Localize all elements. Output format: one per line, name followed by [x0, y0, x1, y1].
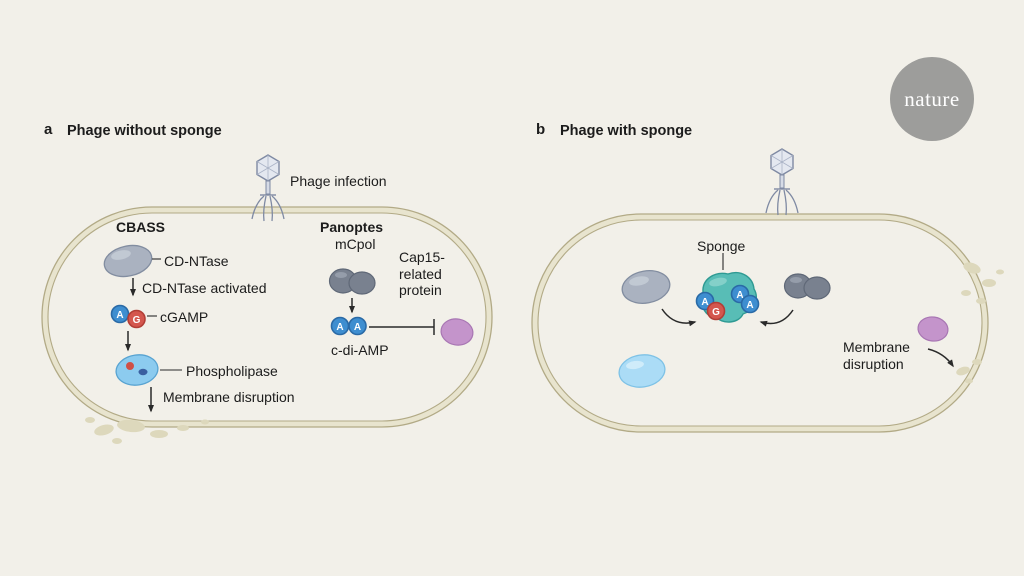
cd-ntase-label: CD-NTase — [164, 253, 229, 269]
membrane-disruption-label-b: Membrane disruption — [843, 339, 910, 372]
mcpol-protein — [328, 268, 376, 295]
nucleotide-a-letter: A — [116, 310, 123, 321]
sponge-bound-nucleotides: A G A A — [695, 284, 760, 321]
nucleotide-a-letter: A — [354, 322, 361, 333]
cgamp-molecule: A G — [110, 304, 146, 329]
nature-logo: nature — [890, 57, 974, 141]
cd-ntase-protein — [103, 244, 153, 278]
cgamp-label: cGAMP — [160, 309, 209, 325]
c-di-amp-molecule: A A — [330, 316, 367, 336]
panel-a-title: Phage without sponge — [67, 123, 222, 139]
panel-a-letter: a — [44, 121, 53, 138]
c-di-amp-label: c-di-AMP — [331, 342, 389, 358]
phage-icon-b — [765, 148, 799, 216]
phage-infection-label: Phage infection — [290, 173, 387, 189]
nucleotide-g-letter: G — [133, 315, 141, 326]
nucleotide-a-letter: A — [746, 300, 753, 311]
cap15-protein — [440, 318, 474, 346]
cd-ntase-activated-label: CD-NTase activated — [142, 280, 267, 296]
arrow-dark-to-sponge — [759, 309, 794, 327]
cap15-protein-b — [917, 316, 949, 342]
membrane-disruption-label-a: Membrane disruption — [163, 389, 295, 405]
panel-b-letter: b — [536, 121, 546, 138]
phage-icon-a — [251, 154, 285, 222]
cbass-title: CBASS — [116, 219, 166, 235]
mcpol-label: mCpol — [335, 236, 376, 252]
nature-logo-text: nature — [904, 86, 960, 111]
nucleotide-a-letter: A — [701, 297, 708, 308]
cd-ntase-protein-b — [621, 270, 671, 304]
arrow-gray-to-sponge — [661, 308, 697, 327]
phospholipase-inactive — [618, 354, 666, 388]
panel-b-title: Phage with sponge — [560, 123, 693, 139]
membrane-debris-b — [956, 262, 1004, 384]
arrow-membrane-disruption-b — [927, 348, 954, 368]
phospholipase-protein — [115, 354, 159, 386]
sponge-label: Sponge — [697, 238, 746, 254]
mcpol-protein-b — [783, 273, 831, 300]
phospholipase-label: Phospholipase — [186, 363, 278, 379]
inhibition-line-cap15 — [369, 319, 435, 335]
nucleotide-a-letter: A — [336, 322, 343, 333]
panoptes-title: Panoptes — [320, 219, 384, 235]
nucleotide-a-letter: A — [736, 290, 743, 301]
membrane-debris-a — [85, 417, 209, 444]
cap15-label: Cap15-related protein — [399, 249, 445, 298]
nucleotide-g-letter: G — [712, 307, 720, 318]
